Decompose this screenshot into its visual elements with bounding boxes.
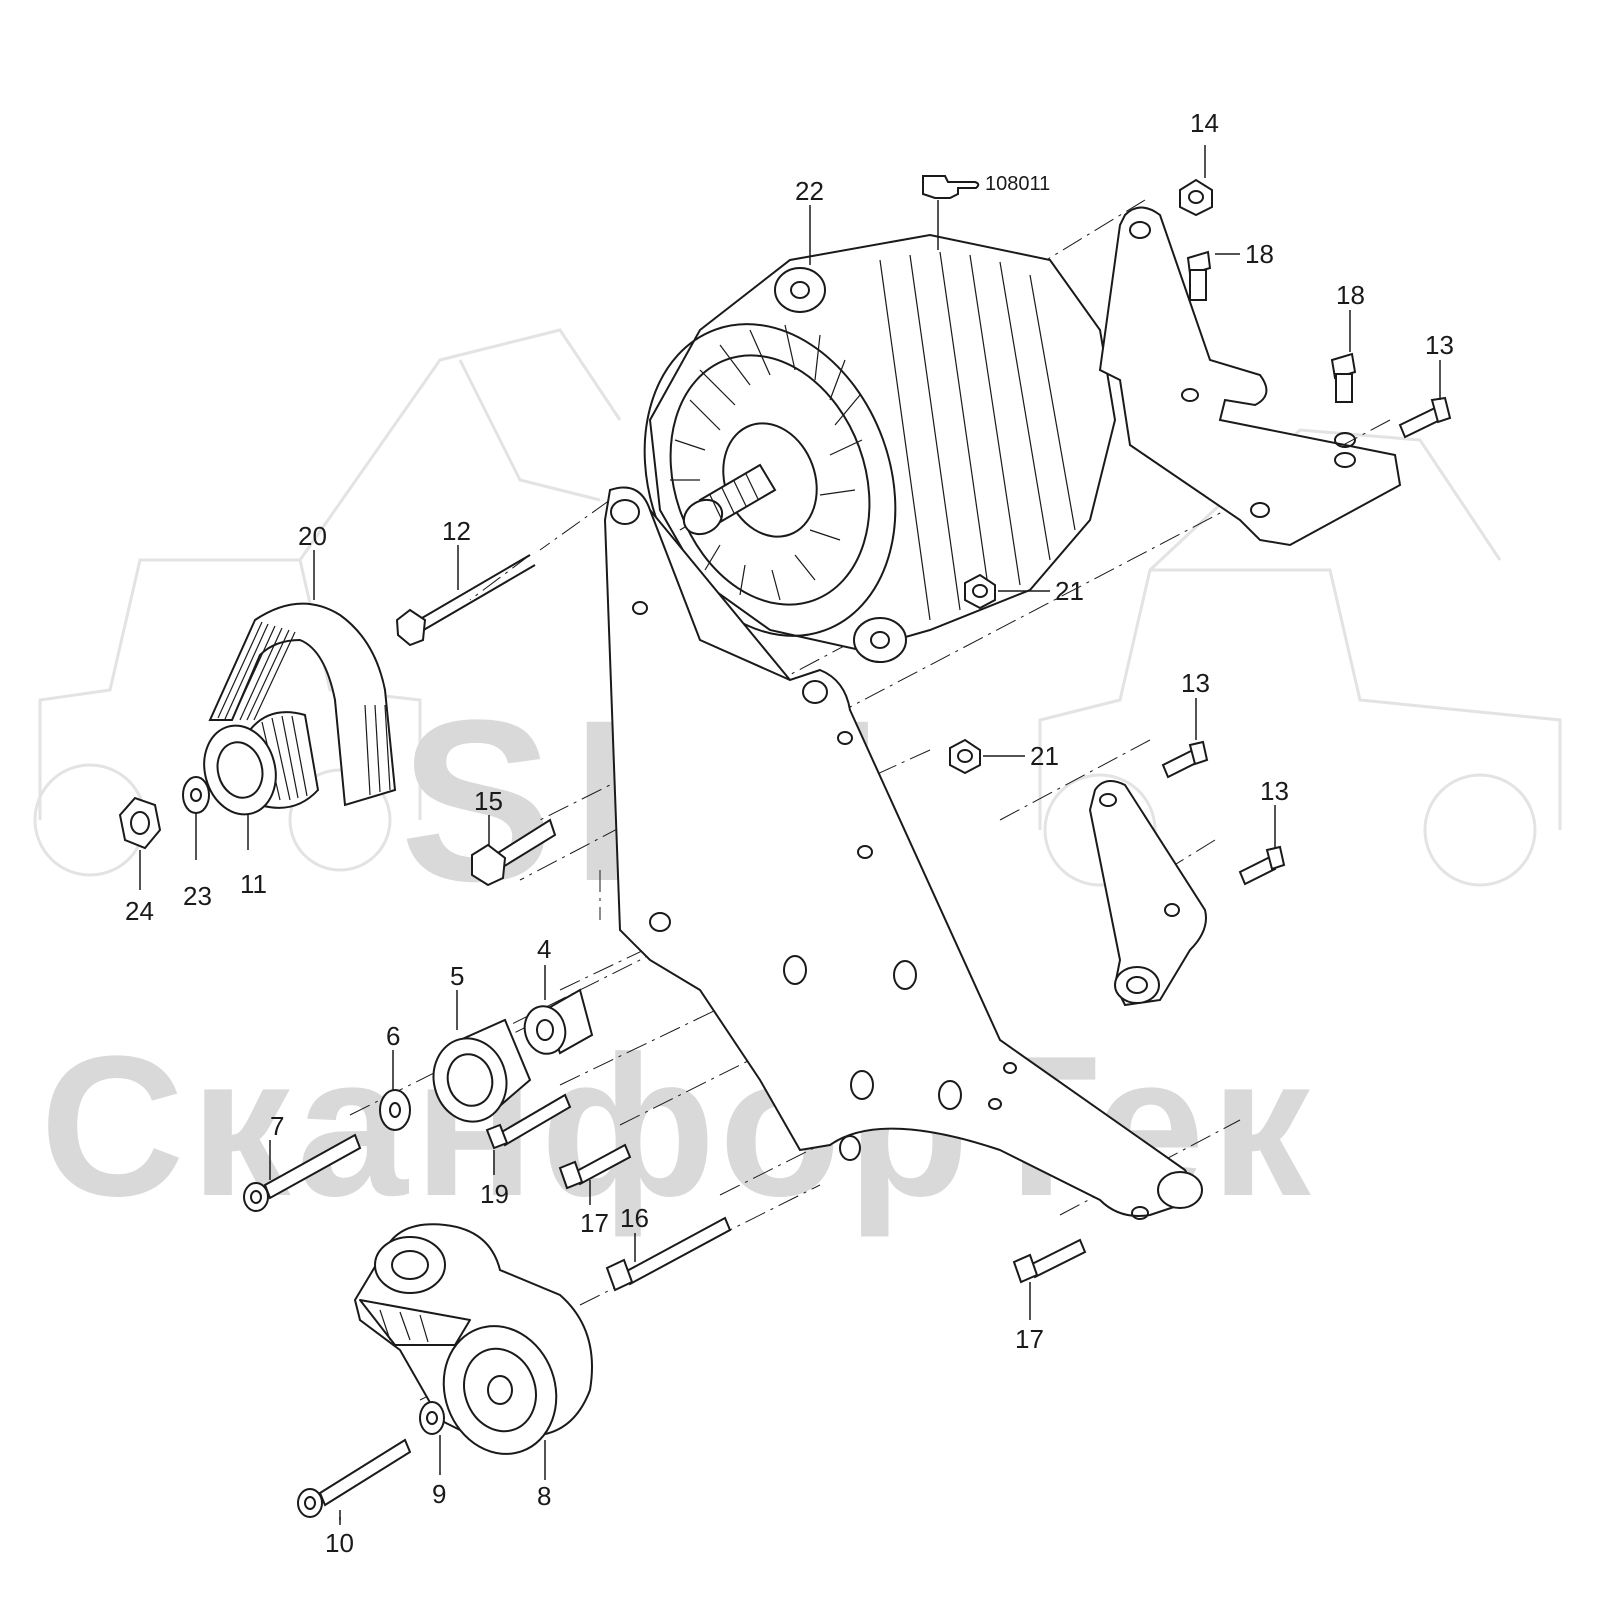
callout-22: 22 (795, 176, 824, 206)
pointing-hand-icon (922, 175, 980, 199)
alternator (643, 233, 1117, 663)
callout-13-mid: 13 (1181, 668, 1210, 698)
belt-tensioner (353, 1223, 593, 1455)
washer-9 (419, 1401, 445, 1435)
bolt-19 (485, 1093, 572, 1150)
idler-pulley-5 (432, 1018, 532, 1123)
pulley-nut (118, 796, 162, 850)
callout-13-top: 13 (1425, 330, 1454, 360)
callout-18-lower: 18 (1336, 280, 1365, 310)
callout-18-upper: 18 (1245, 239, 1274, 269)
bolt-18-upper (1186, 250, 1212, 301)
nut-21-upper (964, 573, 996, 610)
spacer-4 (523, 988, 594, 1055)
callout-leaders (139, 145, 1441, 1525)
callout-15: 15 (474, 786, 503, 816)
callout-21-lower: 21 (1030, 741, 1059, 771)
callout-23: 23 (183, 881, 212, 911)
callout-9: 9 (432, 1479, 446, 1509)
reference-mark: 108011 (922, 173, 1050, 199)
callout-16: 16 (620, 1203, 649, 1233)
pulley-washer (182, 776, 210, 814)
bolt-15 (471, 818, 557, 887)
poly-v-belt (208, 602, 397, 807)
bolt-12 (395, 554, 536, 647)
callout-11: 11 (240, 869, 267, 899)
callout-6: 6 (386, 1021, 400, 1051)
nut-21-lower (949, 738, 981, 775)
reference-code: 108011 (985, 173, 1050, 195)
bolt-13-right (1238, 845, 1286, 886)
callout-labels: 22 14 18 18 13 20 12 21 13 21 13 15 24 2… (125, 108, 1454, 1558)
callout-17-right: 17 (1015, 1324, 1044, 1354)
callout-21-upper: 21 (1055, 576, 1084, 606)
bolt-10 (297, 1438, 412, 1518)
drive-pulley (203, 711, 320, 816)
callout-10: 10 (325, 1528, 354, 1558)
callout-12: 12 (442, 516, 471, 546)
bolt-13-top (1398, 396, 1452, 439)
bolt-18-lower (1330, 352, 1357, 403)
callout-13-right: 13 (1260, 776, 1289, 806)
bolt-13-mid (1161, 740, 1209, 779)
washer-6 (379, 1089, 411, 1131)
bolt-17-left (558, 1143, 632, 1190)
bolt-7 (243, 1133, 362, 1212)
callout-14: 14 (1190, 108, 1219, 138)
watermark-tractor-left (33, 328, 622, 877)
callout-5: 5 (450, 961, 464, 991)
callout-19: 19 (480, 1179, 509, 1209)
callout-20: 20 (298, 521, 327, 551)
callout-24: 24 (125, 896, 154, 926)
upper-bracket (1098, 206, 1402, 547)
nut-14 (1179, 178, 1213, 217)
bolt-16 (605, 1216, 732, 1292)
callout-4: 4 (537, 934, 551, 964)
main-mounting-plate (603, 486, 1203, 1220)
callout-8: 8 (537, 1481, 551, 1511)
right-support-bracket (1088, 780, 1207, 1007)
callout-17-left: 17 (580, 1208, 609, 1238)
bolt-17-right (1012, 1238, 1087, 1284)
callout-7: 7 (270, 1111, 284, 1141)
